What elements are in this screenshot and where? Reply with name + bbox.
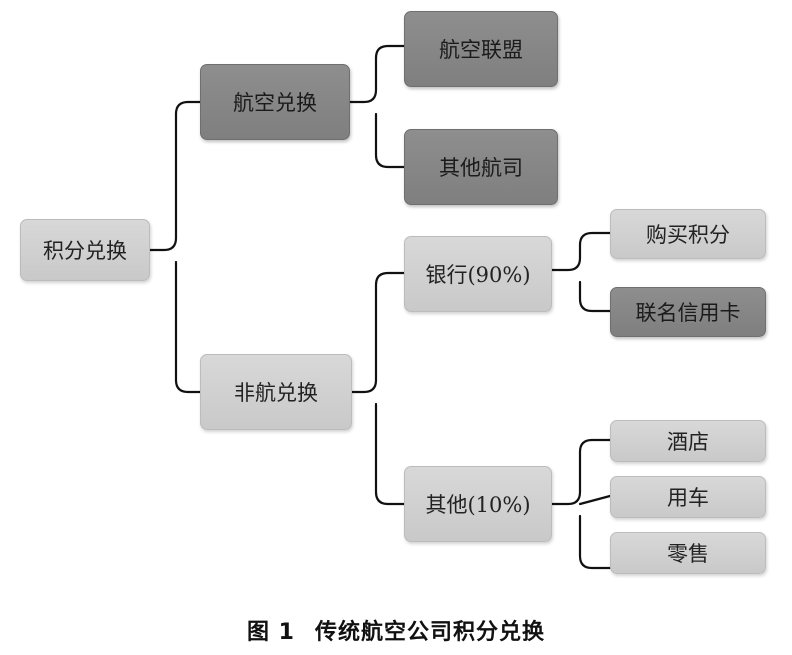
connector-airline: [348, 44, 406, 169]
connector-other: [550, 438, 612, 570]
figure-number: 图 1: [247, 620, 295, 645]
node-non-airline: 非航兑换: [200, 354, 352, 430]
connector-root: [148, 100, 202, 394]
node-buy-points: 购买积分: [610, 209, 766, 259]
figure-caption: 图 1 传统航空公司积分兑换: [0, 614, 792, 646]
node-bank: 银行(90%): [404, 236, 552, 312]
node-hotel: 酒店: [610, 420, 766, 462]
node-other-airlines: 其他航司: [404, 129, 558, 205]
node-root: 积分兑换: [20, 219, 150, 281]
node-airline-alliance: 航空联盟: [404, 11, 558, 87]
node-other: 其他(10%): [404, 466, 552, 542]
connector-non-airline: [350, 271, 406, 506]
node-airline: 航空兑换: [200, 64, 350, 140]
node-car: 用车: [610, 476, 766, 518]
connector-bank: [550, 231, 612, 313]
node-cobrand-card: 联名信用卡: [610, 287, 766, 337]
node-retail: 零售: [610, 532, 766, 574]
figure-title: 传统航空公司积分兑换: [314, 620, 545, 645]
